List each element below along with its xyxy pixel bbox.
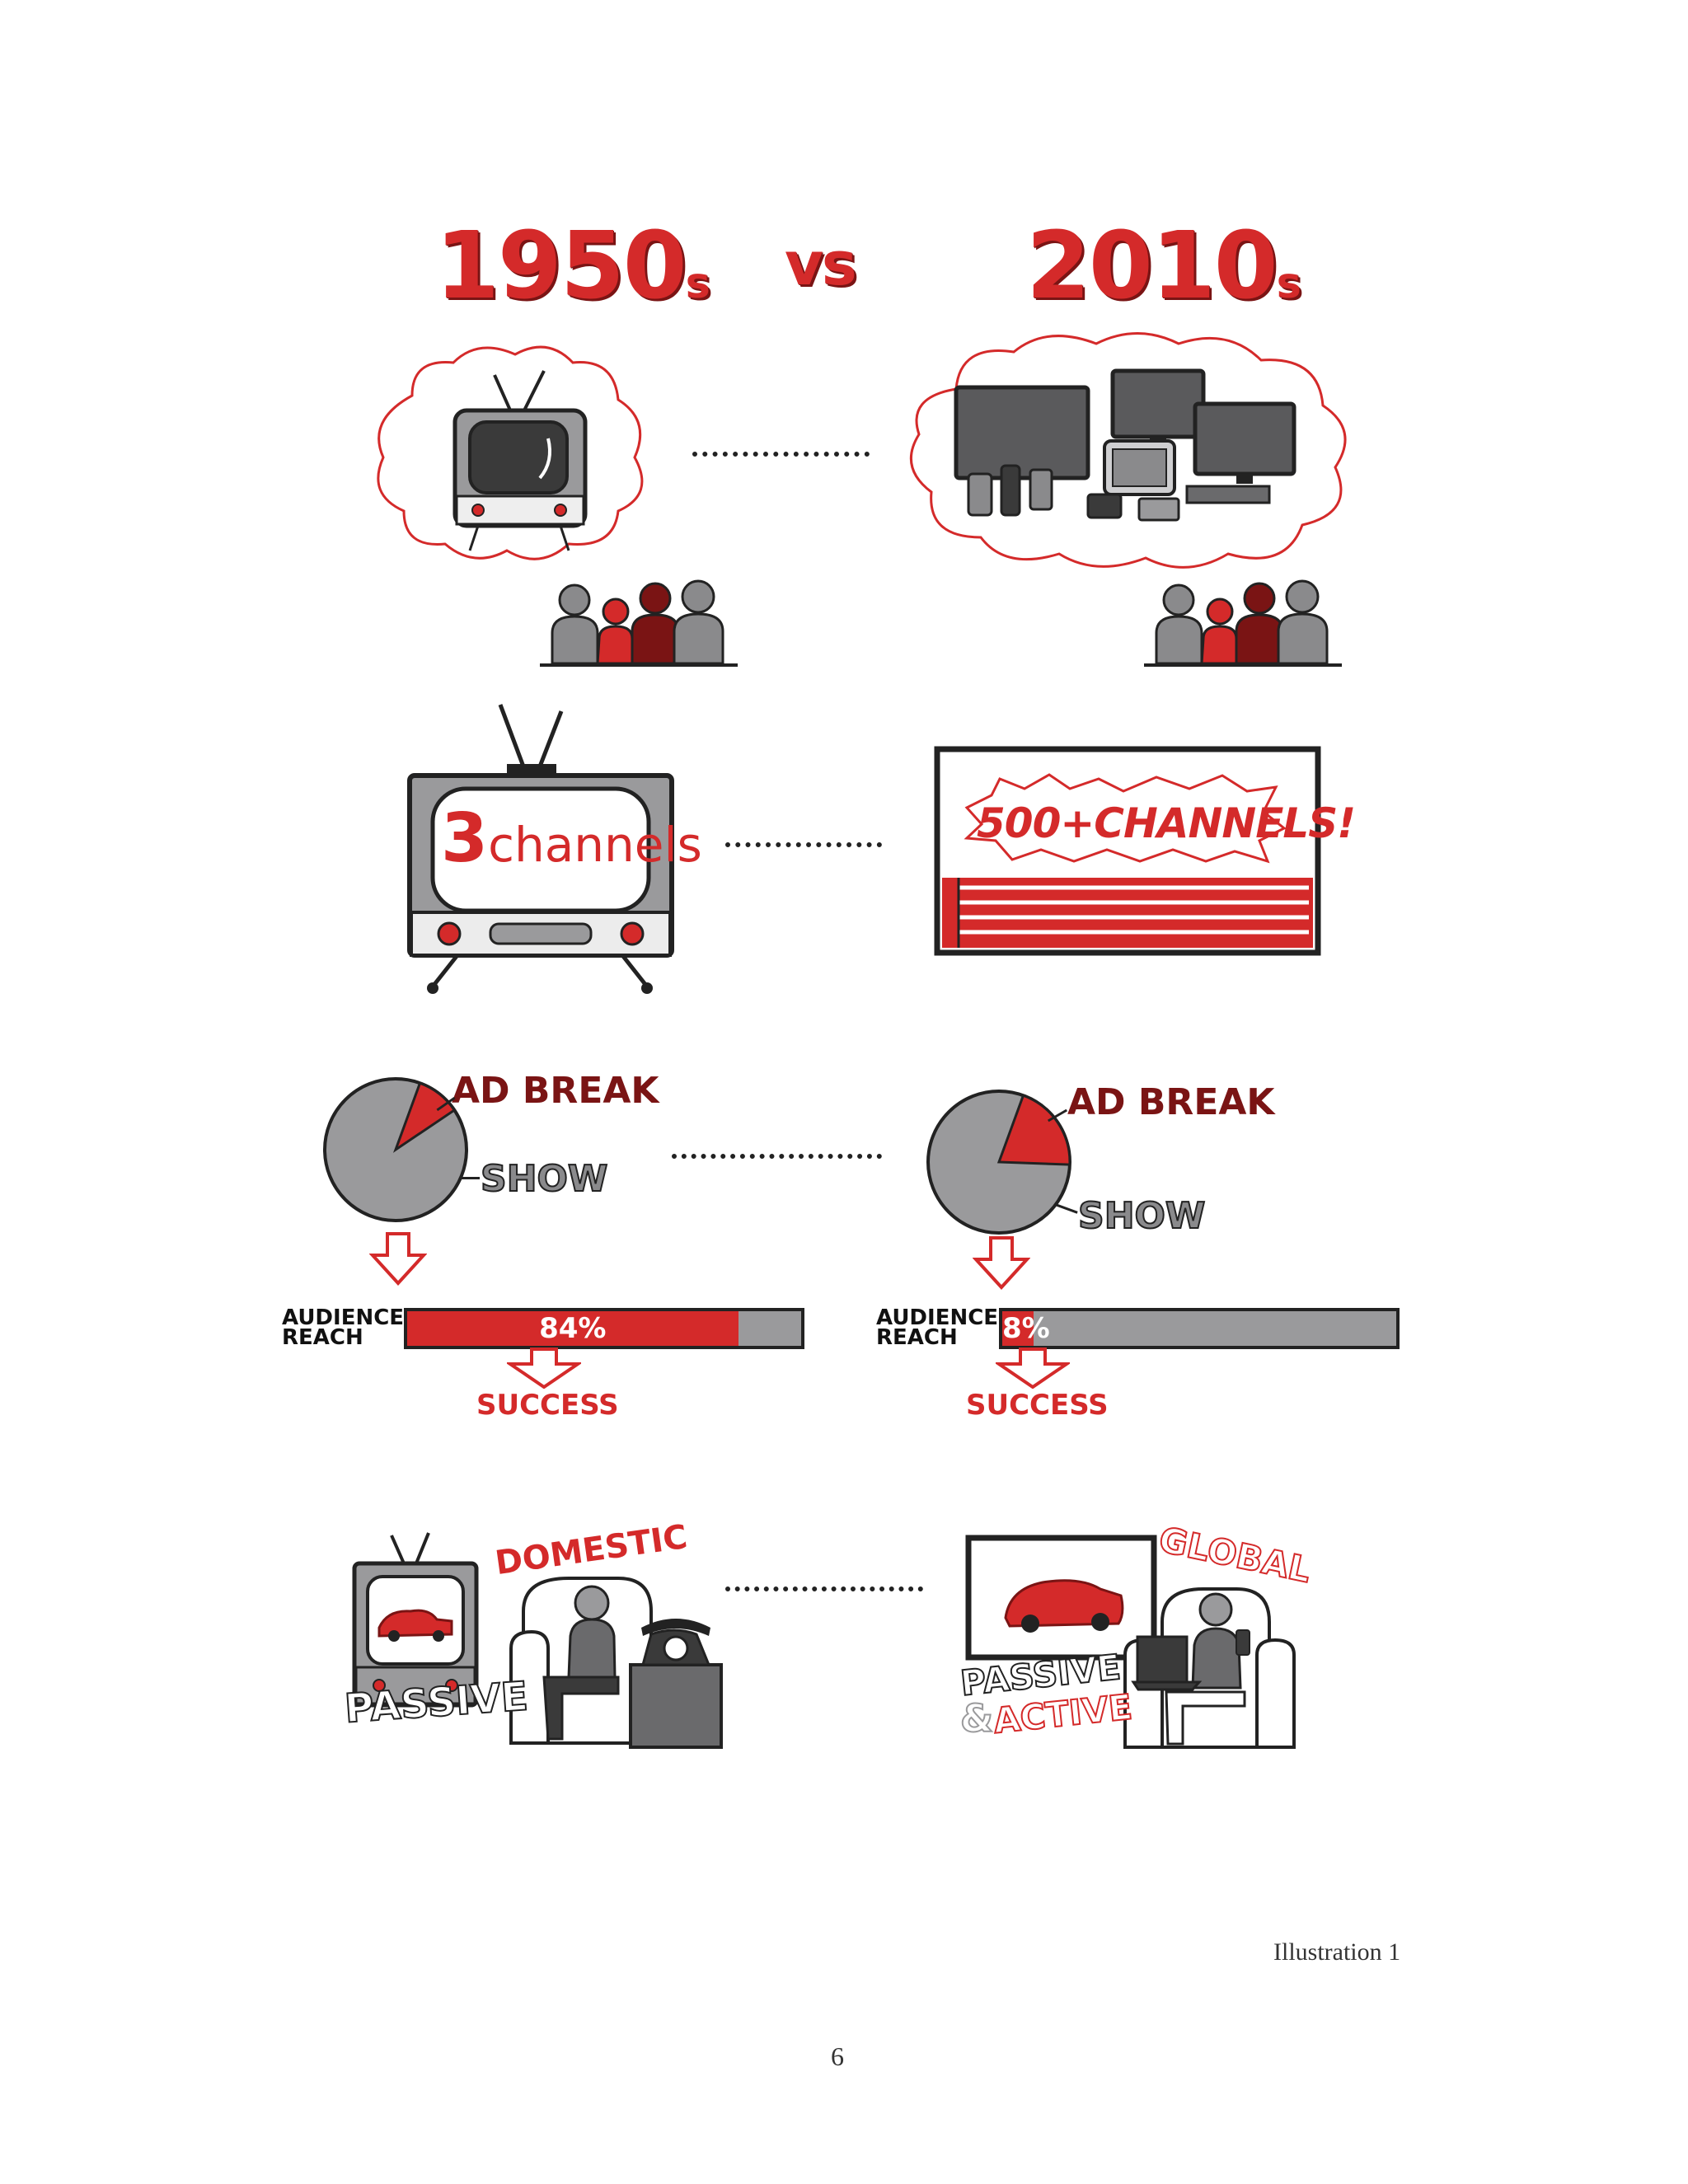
right-era-number: 2010 — [1026, 213, 1278, 320]
right-reach-bar: 8% — [999, 1308, 1400, 1349]
left-viewer-scene — [352, 1532, 723, 1749]
row1-connector — [692, 452, 870, 457]
left-reach-bar: 84% — [404, 1308, 804, 1349]
left-channel-tv-icon — [407, 704, 674, 994]
left-ad-break-label: AD BREAK — [452, 1070, 659, 1112]
left-audience-icon — [540, 579, 738, 667]
left-reach-value: 84% — [539, 1312, 607, 1345]
left-thought-cloud — [377, 345, 644, 560]
left-pie-ad-break-slice — [393, 1081, 457, 1153]
right-reach-label: REACH — [876, 1325, 958, 1350]
left-channel-word: channels — [488, 817, 702, 873]
left-audience-reach-label: AUDIENCE REACH — [282, 1305, 405, 1350]
left-show-leader — [460, 1177, 480, 1179]
right-channel-count: 500+CHANNELS! — [977, 799, 1356, 847]
right-era-suffix: s — [1276, 259, 1301, 307]
right-era-heading: 2010s — [1026, 213, 1301, 320]
right-ad-break-label: AD BREAK — [1067, 1081, 1275, 1123]
left-success-label: SUCCESS — [476, 1389, 619, 1422]
right-thought-cloud — [909, 332, 1347, 569]
left-audience-label: AUDIENCE — [282, 1305, 405, 1330]
right-amp-label: & — [959, 1695, 994, 1741]
right-channel-screen-icon — [934, 746, 1321, 956]
vintage-tv-icon — [452, 370, 588, 551]
right-show-label: SHOW — [1077, 1194, 1206, 1238]
left-pie-arrow-icon — [369, 1232, 427, 1286]
right-pie-ad-break-slice — [996, 1094, 1071, 1166]
modern-devices-icon — [954, 368, 1296, 522]
left-pie-chart — [323, 1077, 468, 1222]
right-audience-label: AUDIENCE — [876, 1305, 999, 1330]
right-reach-fill: 8% — [1002, 1311, 1050, 1346]
row4-connector — [725, 1586, 923, 1591]
left-era-heading: 1950s — [435, 213, 710, 320]
right-pie-arrow-icon — [973, 1236, 1030, 1290]
right-viewer-scene — [965, 1535, 1296, 1749]
left-channel-count: 3channels — [441, 799, 702, 878]
vs-heading: vs — [785, 229, 857, 298]
row3-connector — [672, 1154, 882, 1159]
right-success-label: SUCCESS — [966, 1389, 1109, 1422]
left-reach-label: REACH — [282, 1325, 363, 1350]
left-era-suffix: s — [685, 259, 710, 307]
page-number: 6 — [831, 2041, 844, 2071]
illustration-caption: Illustration 1 — [1273, 1938, 1401, 1966]
left-era-number: 1950 — [435, 213, 687, 320]
right-audience-icon — [1144, 579, 1342, 667]
right-audience-reach-label: AUDIENCE REACH — [876, 1305, 999, 1350]
left-reach-fill: 84% — [407, 1311, 738, 1346]
right-success-arrow-icon — [996, 1347, 1070, 1389]
left-show-label: SHOW — [480, 1157, 608, 1201]
row2-connector — [725, 842, 882, 847]
right-pie-chart — [926, 1090, 1071, 1235]
right-reach-value: 8% — [1002, 1312, 1050, 1345]
left-success-arrow-icon — [507, 1347, 581, 1389]
left-channel-number: 3 — [441, 799, 489, 878]
